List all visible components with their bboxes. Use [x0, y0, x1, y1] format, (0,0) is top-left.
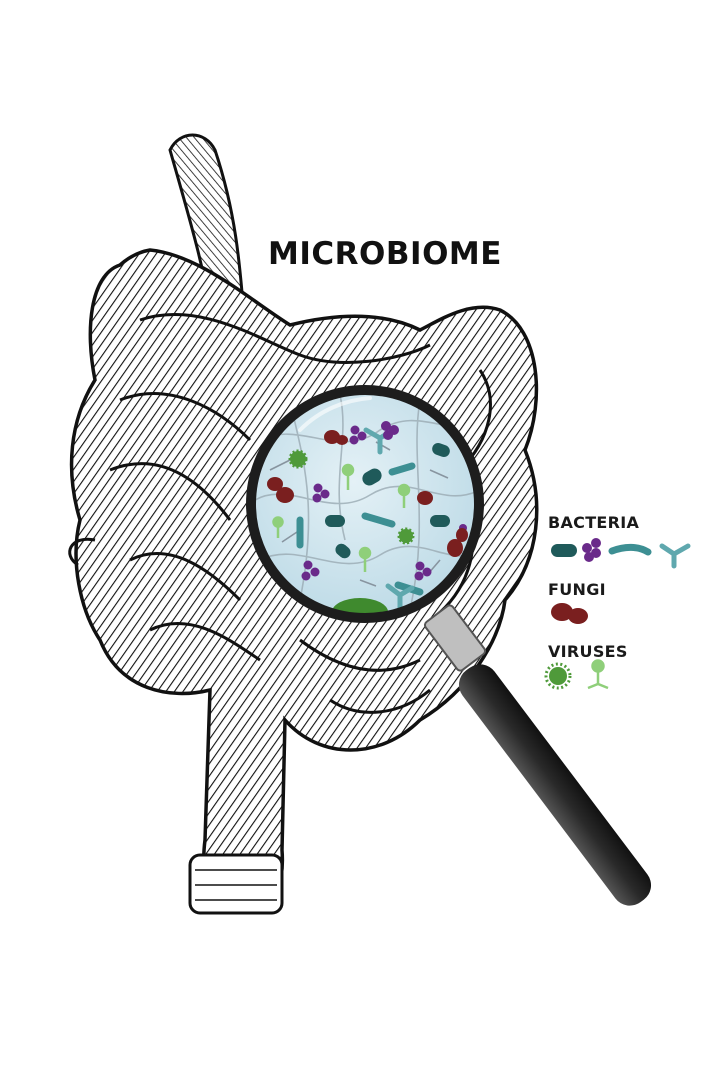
legend-label-bacteria: BACTERIA [548, 513, 640, 532]
lens-rim [246, 385, 484, 623]
small-intestine-loops [109, 313, 492, 714]
legend-label-viruses: VIRUSES [548, 642, 628, 661]
coccus-cluster-icon [582, 538, 601, 562]
lens-fungi [267, 430, 468, 557]
magnifier-handle [423, 604, 652, 906]
magnifier-lens [246, 385, 484, 623]
curved-rod-bacterium-icon [608, 543, 652, 556]
branched-bacterium-icon [659, 543, 691, 569]
lens-viruses [272, 449, 415, 572]
lens-cocci [301, 421, 467, 581]
lens-green-colony [332, 598, 388, 616]
rectum-band [188, 853, 284, 915]
page-title: MICROBIOME [268, 236, 502, 272]
rod-bacterium-icon [551, 544, 577, 557]
appendix-hook [68, 537, 96, 567]
spiked-virus-icon [544, 662, 572, 690]
legend-label-fungi: FUNGI [548, 580, 606, 599]
lens-glare [298, 396, 372, 432]
legend-bacteria-icons [551, 538, 691, 569]
legend [544, 538, 691, 690]
lens-contents [254, 394, 477, 616]
bacteriophage-icon [587, 659, 609, 690]
budding-yeast-icon [551, 603, 588, 624]
lens-rod-bacteria [325, 442, 450, 559]
